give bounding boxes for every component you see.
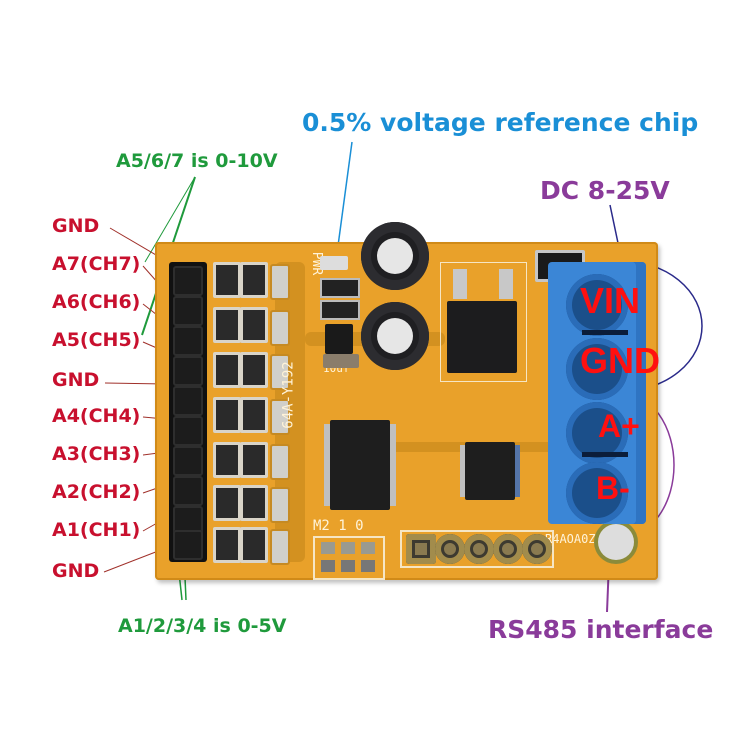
adc-chip [330,420,390,510]
pin-label-a1: A1(CH1) [52,519,141,541]
programming-header [400,530,554,568]
screw-gnd[interactable] [566,338,628,400]
pin-label-gnd-mid: GND [52,369,100,391]
terminal-divider-2 [582,452,628,457]
silk-model: 64A-Y192 [280,361,297,429]
pin-label-a5: A5(CH5) [52,329,141,351]
voltage-regulator [440,262,527,382]
pin-label-a4: A4(CH4) [52,405,141,427]
pin-label-a3: A3(CH3) [52,443,141,465]
pwr-led [320,256,348,270]
rs485-label: RS485 interface [488,615,714,644]
address-jumpers[interactable] [313,536,385,580]
resistor-r2 [320,300,360,320]
silk-jumpers: M2 1 0 [313,518,364,534]
pin-label-gnd-bottom: GND [52,560,100,582]
mounting-hole [598,524,634,560]
terminal-label-b-minus: B- [596,470,630,506]
terminal-block [548,262,646,524]
terminal-label-gnd: GND [580,340,660,381]
terminal-label-vin: VIN [580,280,641,321]
silk-rs485-id: R4AOA0Z [545,532,596,546]
pin-label-a2: A2(CH2) [52,481,141,503]
resistor-r1 [320,278,360,298]
pin-label-gnd-top: GND [52,215,100,237]
voltage-reference-label: 0.5% voltage reference chip [302,108,699,137]
electrolytic-capacitor-2 [361,302,429,370]
terminal-label-a-plus: A+ [598,408,640,444]
screw-b-minus[interactable] [566,462,628,524]
pin-label-a7: A7(CH7) [52,253,141,275]
rs485-transceiver [465,442,515,500]
range-low-label: A1/2/3/4 is 0-5V [118,615,287,637]
screw-vin[interactable] [566,274,628,336]
range-high-label: A5/6/7 is 0-10V [116,150,278,172]
power-supply-label: DC 8-25V [540,176,670,205]
terminal-divider-1 [582,330,628,335]
range-high-leader-a [144,176,196,263]
ceramic-cap-10uf [323,354,359,368]
voltage-reference-chip[interactable] [325,324,353,354]
pin-label-a6: A6(CH6) [52,291,141,313]
electrolytic-capacitor-1 [361,222,429,290]
